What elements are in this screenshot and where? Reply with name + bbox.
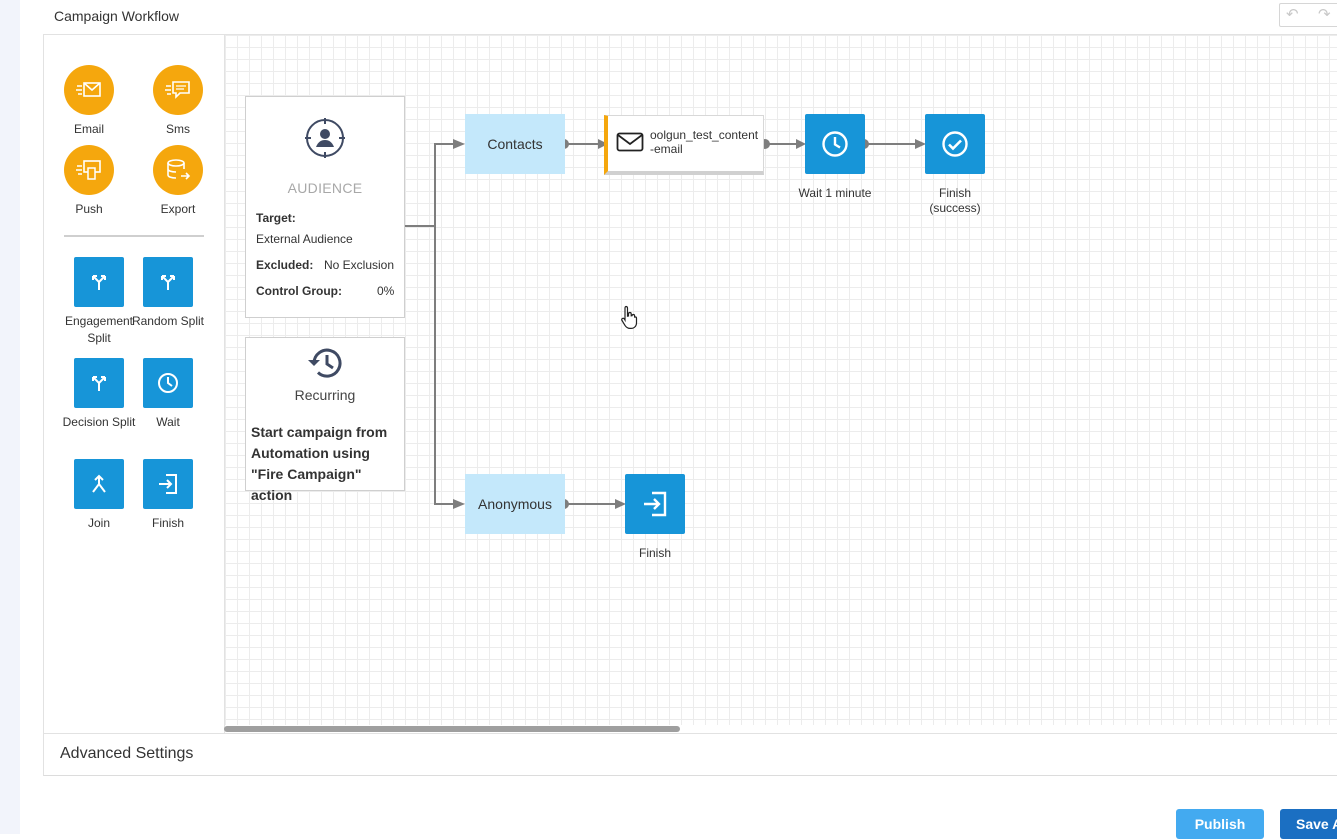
horizontal-scrollbar[interactable] — [224, 726, 680, 732]
clock-icon — [822, 131, 848, 157]
segment-contacts[interactable]: Contacts — [465, 114, 565, 174]
exit-icon — [644, 491, 667, 517]
tool-wait[interactable]: Wait — [128, 358, 208, 431]
clock-icon — [143, 358, 193, 408]
tool-decision-split[interactable]: Decision Split — [59, 358, 139, 431]
audience-target-label: Target: — [256, 211, 296, 225]
join-icon — [74, 459, 124, 509]
undo-icon[interactable]: ↶ — [1286, 6, 1299, 23]
tool-email[interactable]: Email — [49, 65, 129, 138]
page-title: Campaign Workflow — [54, 8, 180, 24]
finish-label: Finish — [638, 546, 671, 560]
audience-target-value: External Audience — [256, 232, 353, 246]
segment-anonymous[interactable]: Anonymous — [465, 474, 565, 534]
export-icon — [153, 145, 203, 195]
wait-node[interactable] — [805, 114, 865, 174]
recurring-description: Start campaign from Automation using "Fi… — [251, 424, 388, 503]
save-button[interactable]: Save A — [1280, 809, 1337, 839]
redo-icon[interactable]: ↷ — [1318, 6, 1331, 23]
split-icon — [74, 257, 124, 307]
email-node[interactable]: oolgun_test_content-email — [604, 115, 764, 175]
tool-label: Finish — [151, 516, 184, 530]
recurring-title: Recurring — [294, 387, 356, 403]
audience-icon — [304, 117, 346, 164]
finish-success-node[interactable] — [925, 114, 985, 174]
workflow-editor: Email Sms Push Export Engagement Spli — [43, 35, 1337, 733]
finish-node[interactable] — [625, 474, 685, 534]
split-icon — [143, 257, 193, 307]
finish-success-label: Finish (success) — [929, 186, 981, 215]
tool-push[interactable]: Push — [49, 145, 129, 218]
audience-control-label: Control Group: — [256, 284, 342, 298]
audience-title: AUDIENCE — [287, 180, 363, 196]
check-circle-icon — [942, 131, 968, 157]
tool-sms[interactable]: Sms — [138, 65, 218, 138]
audience-control-value: 0% — [377, 284, 395, 298]
sms-icon — [153, 65, 203, 115]
audience-excluded-label: Excluded: — [256, 258, 314, 272]
email-icon — [64, 65, 114, 115]
audience-card[interactable]: AUDIENCE Target: External Audience Exclu… — [245, 96, 405, 318]
wait-label: Wait 1 minute — [798, 186, 872, 200]
tool-label: Random Split — [131, 314, 205, 328]
email-name: oolgun_test_content-email — [650, 128, 759, 156]
recurring-card[interactable]: Recurring Start campaign from Automation… — [245, 337, 405, 503]
split-icon — [74, 358, 124, 408]
tool-palette: Email Sms Push Export Engagement Spli — [44, 35, 225, 733]
tool-label: Engagement Split — [64, 314, 134, 345]
tool-label: Join — [87, 516, 110, 530]
publish-button[interactable]: Publish — [1176, 809, 1264, 839]
tool-label: Sms — [166, 122, 190, 136]
advanced-settings-title: Advanced Settings — [60, 745, 194, 762]
audience-excluded-value: No Exclusion — [324, 258, 395, 272]
tool-label: Push — [75, 202, 103, 216]
left-strip — [0, 0, 20, 834]
tool-label: Wait — [156, 415, 180, 429]
envelope-icon — [616, 132, 644, 157]
history-icon — [307, 346, 343, 385]
palette-divider — [64, 235, 204, 237]
tool-label: Email — [73, 122, 104, 136]
undo-redo-group: ↶ ↷ — [1279, 3, 1337, 27]
panel-header: Campaign Workflow ↶ ↷ — [43, 0, 1337, 35]
workflow-canvas[interactable]: AUDIENCE Target: External Audience Exclu… — [225, 35, 1337, 725]
tool-label: Export — [160, 202, 196, 216]
hand-cursor-icon — [620, 305, 640, 334]
tool-random-split[interactable]: Random Split — [128, 257, 208, 330]
tool-label: Decision Split — [62, 415, 136, 429]
push-icon — [64, 145, 114, 195]
tool-export[interactable]: Export — [138, 145, 218, 218]
exit-icon — [143, 459, 193, 509]
tool-join[interactable]: Join — [59, 459, 139, 532]
tool-engagement-split[interactable]: Engagement Split — [59, 257, 139, 347]
advanced-settings-section[interactable]: Advanced Settings — [43, 733, 1337, 776]
tool-finish[interactable]: Finish — [128, 459, 208, 532]
